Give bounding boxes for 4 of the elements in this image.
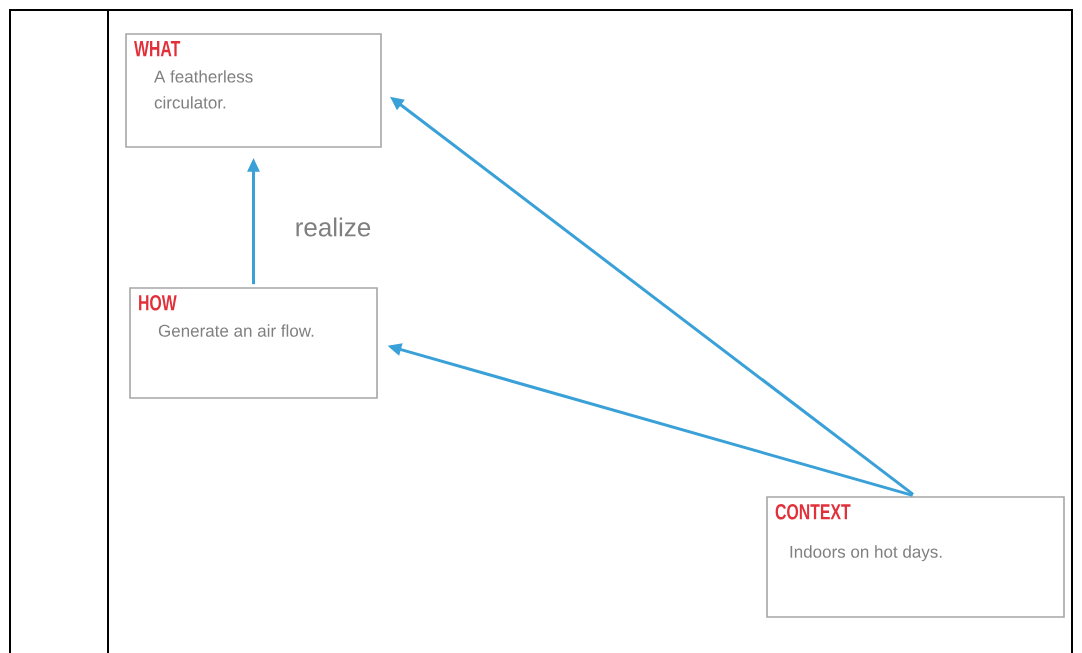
text-box: WHAT A featherless circulator. [125,33,382,148]
text-box: CONTEXT Indoors on hot days. [766,496,1065,618]
text-box: HOW Generate an air flow. [129,287,378,399]
edge-label: realize [293,216,373,238]
